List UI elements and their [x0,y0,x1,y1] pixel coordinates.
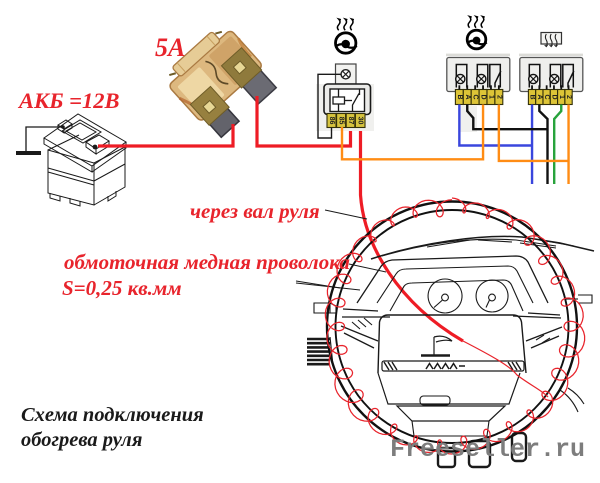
svg-text:Freeseller.ru: Freeseller.ru [390,435,585,464]
svg-text:2: 2 [565,95,572,99]
svg-text:30: 30 [357,117,364,125]
svg-text:обогрева руля: обогрева руля [21,429,142,451]
svg-text:C: C [472,94,479,99]
svg-text:1: 1 [558,95,565,99]
svg-text:S=0,25 кв.мм: S=0,25 кв.мм [62,276,182,300]
svg-text:2: 2 [495,95,502,99]
svg-text:87: 87 [347,117,354,125]
svg-text:1: 1 [487,95,494,99]
svg-text:C: C [543,94,550,99]
svg-text:A: A [536,94,543,99]
svg-text:АКБ =12В: АКБ =12В [17,88,120,113]
svg-text:5А: 5А [155,33,185,62]
svg-text:D: D [550,94,557,99]
svg-text:B: B [529,94,536,99]
svg-text:через вал руля: через вал руля [190,199,320,223]
svg-text:D: D [480,94,487,99]
svg-text:обмоточная медная проволока: обмоточная медная проволока [64,250,350,274]
svg-text:B: B [456,94,463,99]
svg-text:Схема подключения: Схема подключения [21,404,204,426]
svg-text:85: 85 [338,117,345,125]
svg-text:86: 86 [328,117,335,125]
svg-text:A: A [464,94,471,99]
